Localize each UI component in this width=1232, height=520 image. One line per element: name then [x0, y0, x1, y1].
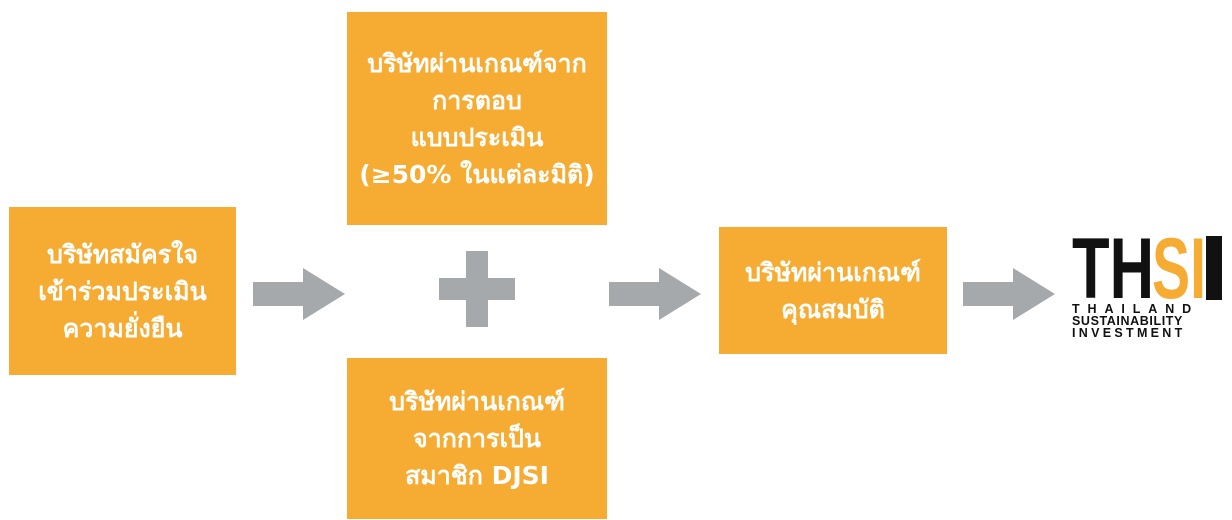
top-line-3: แบบประเมิน [410, 122, 544, 152]
bottom-line-2: จากการเป็น [413, 424, 541, 453]
start-line-1: บริษัทสมัครใจ [46, 239, 198, 269]
bottom-line-1: บริษัทผ่านเกณฑ์ [389, 387, 565, 416]
top-line-1: บริษัทผ่านเกณฑ์จาก [367, 48, 587, 78]
djsi-member-box: บริษัทผ่านเกณฑ์ จากการเป็น สมาชิก DJSI [347, 358, 607, 519]
start-line-3: ความยั่งยืน [62, 313, 183, 343]
arrow-right-icon [963, 268, 1055, 320]
thsi-logo: TH SI THAILAND SUSTAINABILITY INVESTMENT [1058, 236, 1223, 354]
result-line-2: คุณสมบัติ [781, 294, 885, 324]
start-box: บริษัทสมัครใจ เข้าร่วมประเมิน ความยั่งยื… [9, 207, 236, 375]
logo-mark-th: TH [1072, 236, 1154, 300]
arrow-right-icon [253, 268, 345, 320]
start-line-2: เข้าร่วมประเมิน [38, 276, 207, 306]
logo-text-investment: INVESTMENT [1072, 326, 1186, 340]
thsi-logo-mark: TH SI [1072, 236, 1222, 300]
plus-icon [439, 251, 515, 327]
logo-text-thailand: THAILAND [1072, 302, 1200, 316]
top-line-4: (≥50% ในแต่ละมิติ) [359, 159, 595, 189]
questionnaire-criteria-box: บริษัทผ่านเกณฑ์จาก การตอบ แบบประเมิน (≥5… [347, 12, 607, 225]
result-line-1: บริษัทผ่านเกณฑ์ [745, 257, 921, 287]
logo-mark-si: SI [1152, 236, 1206, 300]
qualified-box: บริษัทผ่านเกณฑ์ คุณสมบัติ [719, 227, 947, 354]
bottom-line-3: สมาชิก DJSI [405, 461, 549, 490]
logo-text-sustainability: SUSTAINABILITY [1072, 314, 1183, 328]
top-line-2: การตอบ [432, 85, 522, 115]
arrow-right-icon [609, 268, 701, 320]
